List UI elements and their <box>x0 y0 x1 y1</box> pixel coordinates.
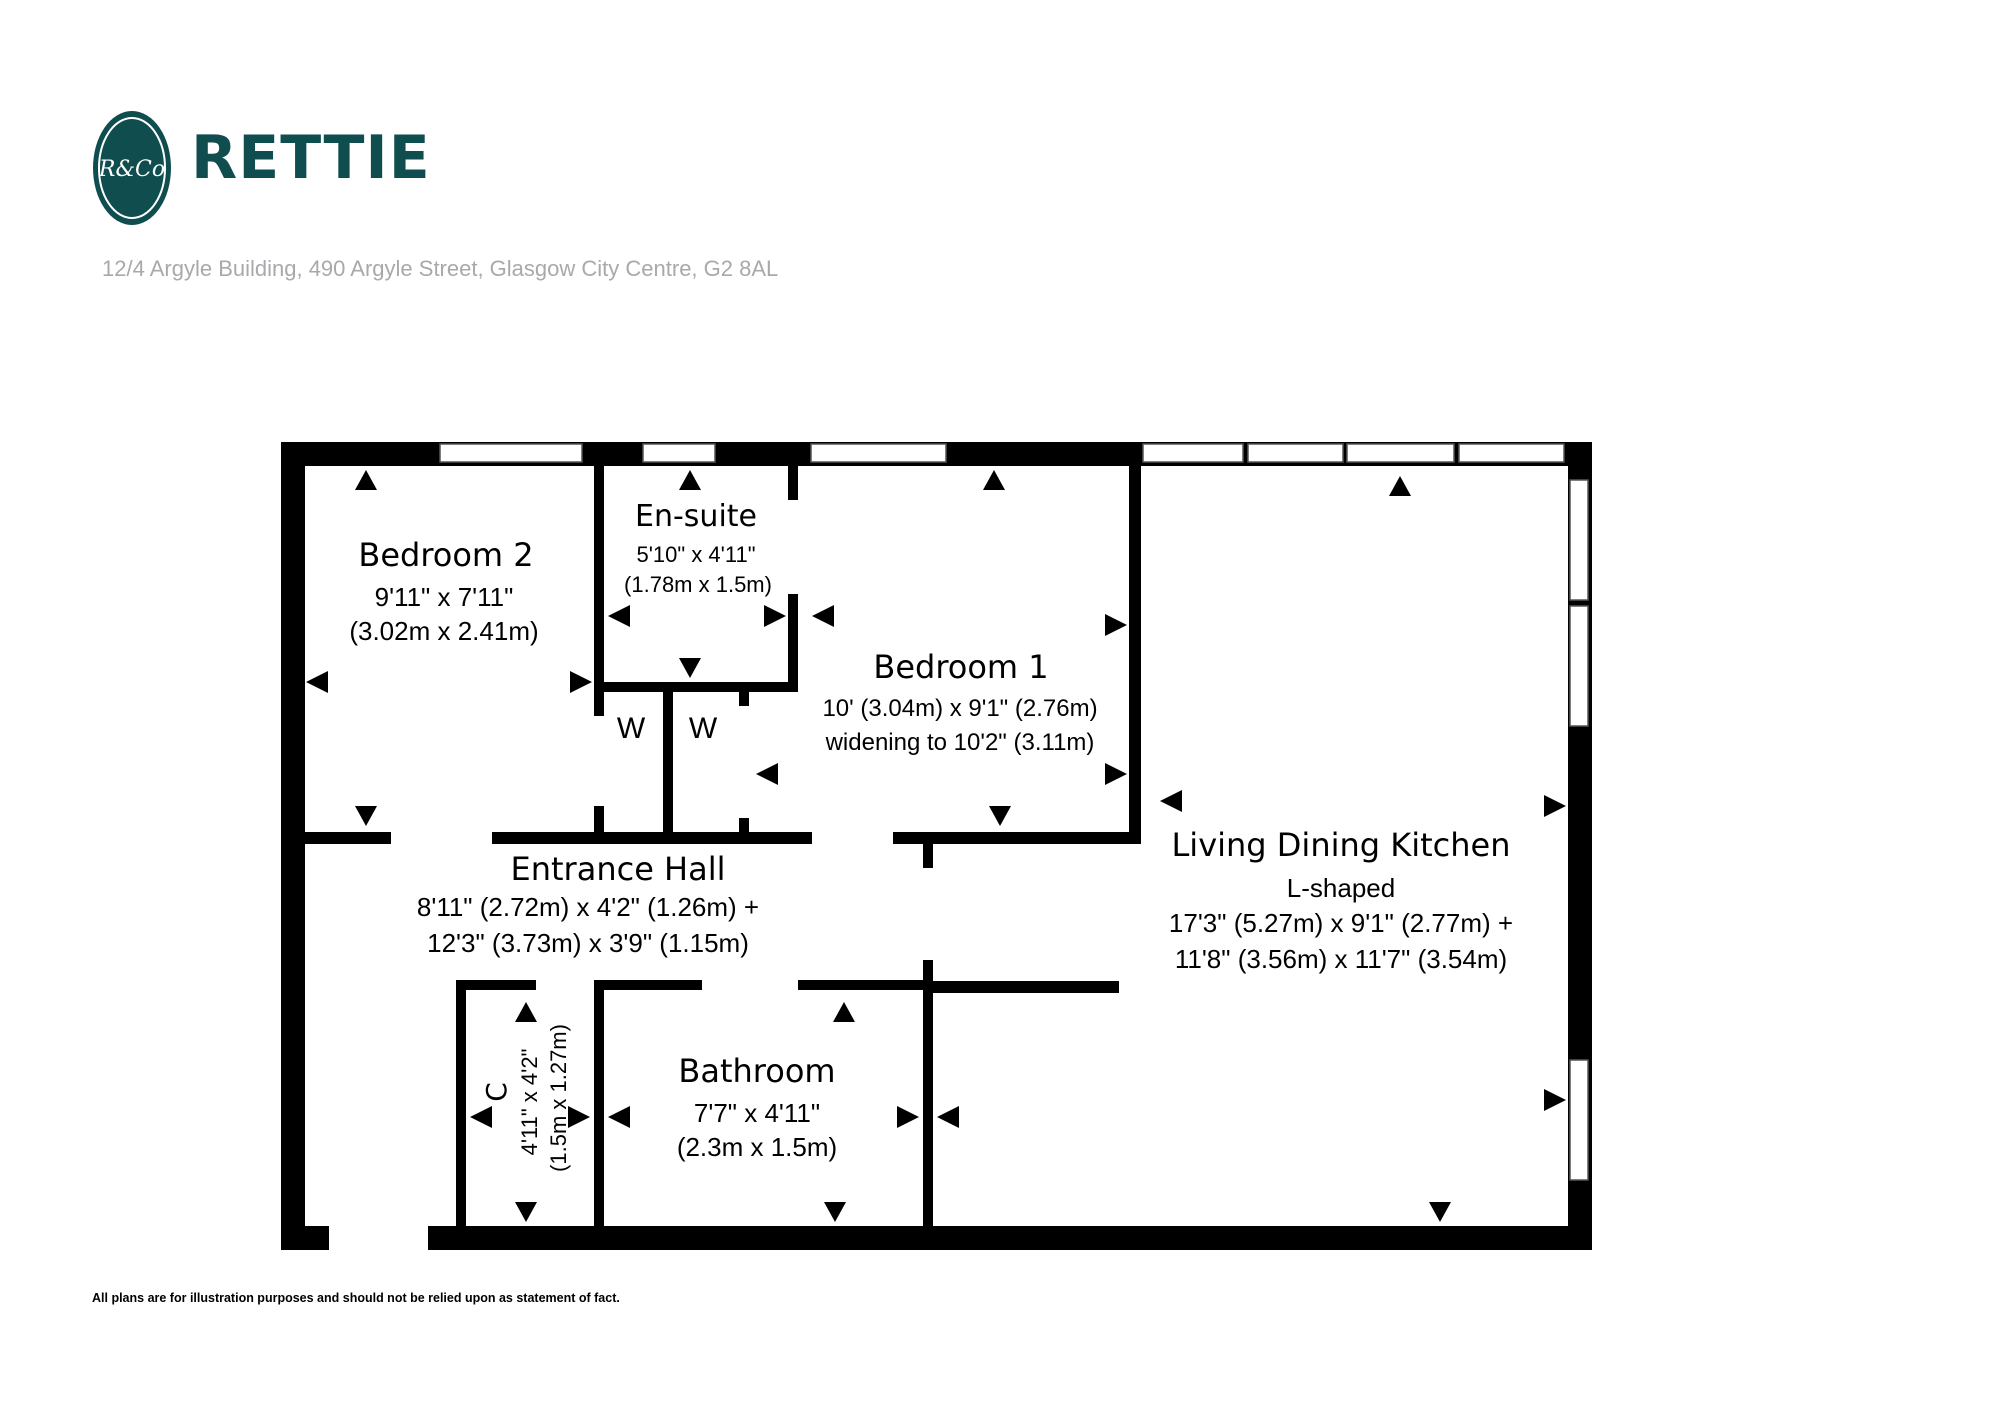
bathroom-dim-metric: (2.3m x 1.5m) <box>677 1132 837 1162</box>
window <box>1346 443 1455 463</box>
property-address: 12/4 Argyle Building, 490 Argyle Street,… <box>102 256 779 281</box>
bathroom-name: Bathroom <box>678 1052 835 1090</box>
bathroom-dim-imperial: 7'7" x 4'11" <box>694 1098 820 1128</box>
cupboard-dim-imperial: 4'11" x 4'2" <box>517 1049 542 1156</box>
bedroom2-dim-metric: (3.02m x 2.41m) <box>349 616 538 646</box>
window <box>1569 479 1589 601</box>
disclaimer-text: All plans are for illustration purposes … <box>92 1291 620 1305</box>
brand-name: RETTIE <box>191 123 431 193</box>
living-dim-line2: 11'8" (3.56m) x 11'7" (3.54m) <box>1175 944 1507 974</box>
window <box>1142 443 1244 463</box>
window <box>439 443 583 463</box>
living-dim-line1: 17'3" (5.27m) x 9'1" (2.77m) + <box>1169 908 1513 938</box>
window <box>1247 443 1344 463</box>
ensuite-dim-metric: (1.78m x 1.5m) <box>624 572 772 597</box>
living-name: Living Dining Kitchen <box>1171 826 1510 864</box>
bedroom1-dim-line2: widening to 10'2" (3.11m) <box>825 729 1095 756</box>
hall-dim-line2: 12'3" (3.73m) x 3'9" (1.15m) <box>427 928 749 958</box>
cupboard-name: C <box>480 1082 513 1102</box>
window <box>810 443 947 463</box>
bedroom2-name: Bedroom 2 <box>358 536 533 574</box>
wardrobe-right-label: W <box>689 712 718 745</box>
window <box>1569 605 1589 727</box>
window <box>642 443 716 463</box>
svg-text:R&Co: R&Co <box>98 157 165 182</box>
rettie-logo-seal: R&Co <box>93 111 171 225</box>
windows <box>439 443 1589 1181</box>
bedroom1-name: Bedroom 1 <box>873 648 1048 686</box>
wardrobe-left-label: W <box>617 712 646 745</box>
living-shape: L-shaped <box>1287 873 1395 903</box>
window <box>1458 443 1565 463</box>
window <box>1569 1059 1589 1181</box>
ensuite-dim-imperial: 5'10" x 4'11" <box>636 542 755 567</box>
hall-name: Entrance Hall <box>511 850 726 888</box>
hall-dim-line1: 8'11" (2.72m) x 4'2" (1.26m) + <box>417 892 759 922</box>
ensuite-name: En-suite <box>635 499 757 534</box>
bedroom1-dim-line1: 10' (3.04m) x 9'1" (2.76m) <box>822 695 1097 722</box>
bedroom2-dim-imperial: 9'11" x 7'11" <box>375 582 514 612</box>
cupboard-dim-metric: (1.5m x 1.27m) <box>546 1024 571 1172</box>
dimension-arrows <box>306 470 1566 1222</box>
